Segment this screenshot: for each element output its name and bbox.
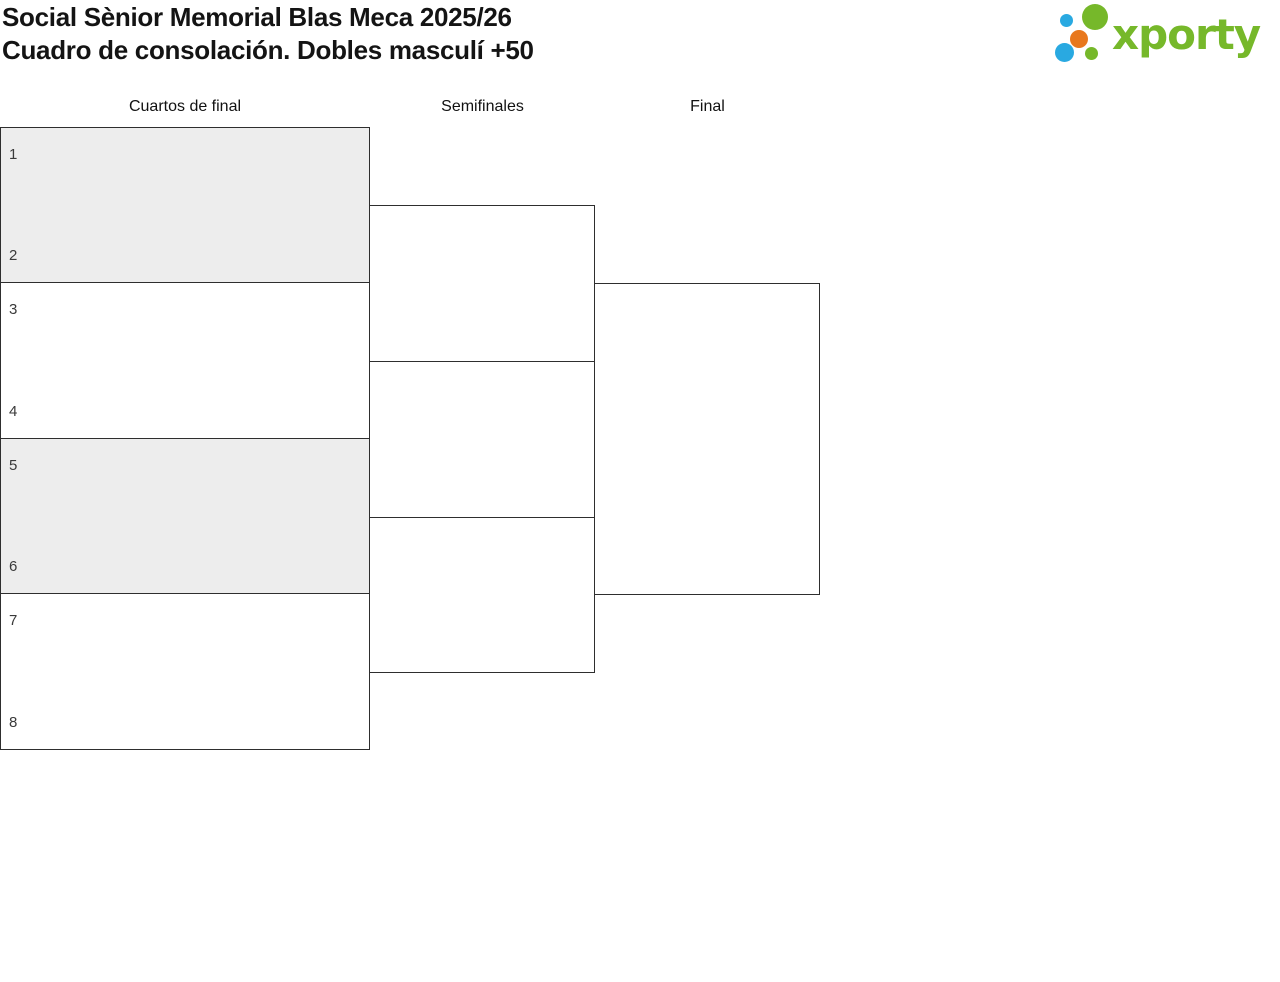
logo-dot-blue-large-icon (1055, 43, 1074, 62)
seed-position-1: 1 (9, 146, 18, 163)
match-quarterfinal-4: 7 8 (0, 593, 370, 750)
seed-position-3: 3 (9, 301, 18, 318)
xporty-logo[interactable]: xporty (1050, 0, 1278, 72)
match-semifinal-2 (369, 517, 595, 673)
match-final (594, 283, 820, 595)
logo-dot-green-large-icon (1082, 4, 1108, 30)
seed-position-5: 5 (9, 457, 18, 474)
tournament-title: Social Sènior Memorial Blas Meca 2025/26 (2, 2, 512, 32)
seed-position-8: 8 (9, 714, 18, 731)
match-semifinal-1 (369, 205, 595, 362)
match-quarterfinal-3: 5 6 (0, 438, 370, 594)
match-quarterfinal-2: 3 4 (0, 282, 370, 439)
bracket-subtitle: Cuadro de consolación. Dobles masculí +5… (2, 35, 534, 65)
seed-position-2: 2 (9, 247, 18, 264)
round-header-semifinales: Semifinales (441, 98, 524, 115)
match-quarterfinal-1: 1 2 (0, 127, 370, 283)
page-title: Social Sènior Memorial Blas Meca 2025/26… (2, 1, 534, 67)
xporty-wordmark: xporty (1112, 10, 1261, 59)
logo-dot-blue-small-icon (1060, 14, 1073, 27)
seed-position-7: 7 (9, 612, 18, 629)
seed-position-6: 6 (9, 558, 18, 575)
logo-dot-green-small-icon (1085, 47, 1098, 60)
seed-position-4: 4 (9, 403, 18, 420)
round-header-cuartos-de-final: Cuartos de final (128, 98, 242, 115)
round-header-final: Final (690, 98, 725, 115)
logo-dot-orange-icon (1070, 30, 1088, 48)
